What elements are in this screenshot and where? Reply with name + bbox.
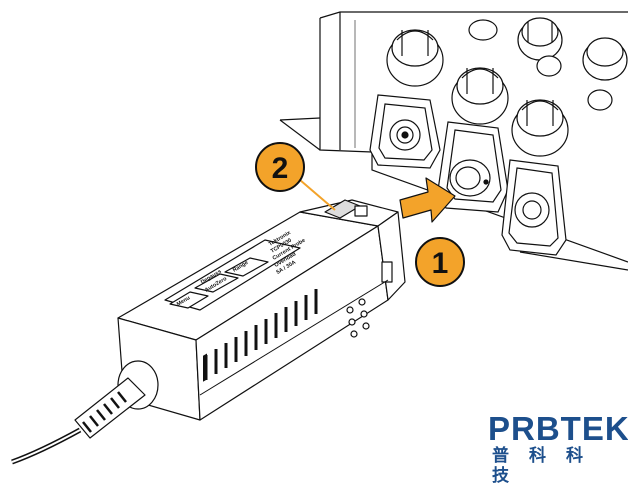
knob[interactable]: [582, 37, 628, 81]
knob[interactable]: [517, 17, 563, 61]
brand-logo: PRBTEK 普科科技: [488, 410, 628, 486]
diagram-canvas: Tektronix TCP0030 Current Probe Overload…: [11, 11, 628, 465]
brand-name: PRBTEK: [488, 410, 628, 447]
bnc-input-1[interactable]: [369, 94, 441, 169]
current-probe: [11, 199, 406, 465]
bnc-input-3[interactable]: [501, 159, 567, 256]
knob[interactable]: [451, 67, 509, 125]
callout-2-leader: [299, 179, 336, 211]
callout-1: 1: [415, 237, 465, 287]
menu-button[interactable]: [169, 291, 209, 309]
oscilloscope-front-panel: [279, 11, 628, 271]
knob[interactable]: [386, 29, 444, 87]
callout-2: 2: [255, 142, 305, 192]
oval-button[interactable]: [468, 19, 498, 41]
knob[interactable]: [511, 99, 569, 157]
brand-subtitle: 普科科技: [492, 446, 603, 485]
oval-button[interactable]: [536, 55, 562, 77]
oval-button[interactable]: [587, 89, 613, 111]
range-button[interactable]: [224, 257, 269, 277]
callout-1-number: 1: [432, 247, 449, 280]
degauss-autozero-button[interactable]: [194, 273, 239, 293]
insertion-arrow: [399, 177, 456, 223]
bnc-input-2[interactable]: [437, 121, 509, 213]
callout-2-number: 2: [272, 152, 289, 185]
